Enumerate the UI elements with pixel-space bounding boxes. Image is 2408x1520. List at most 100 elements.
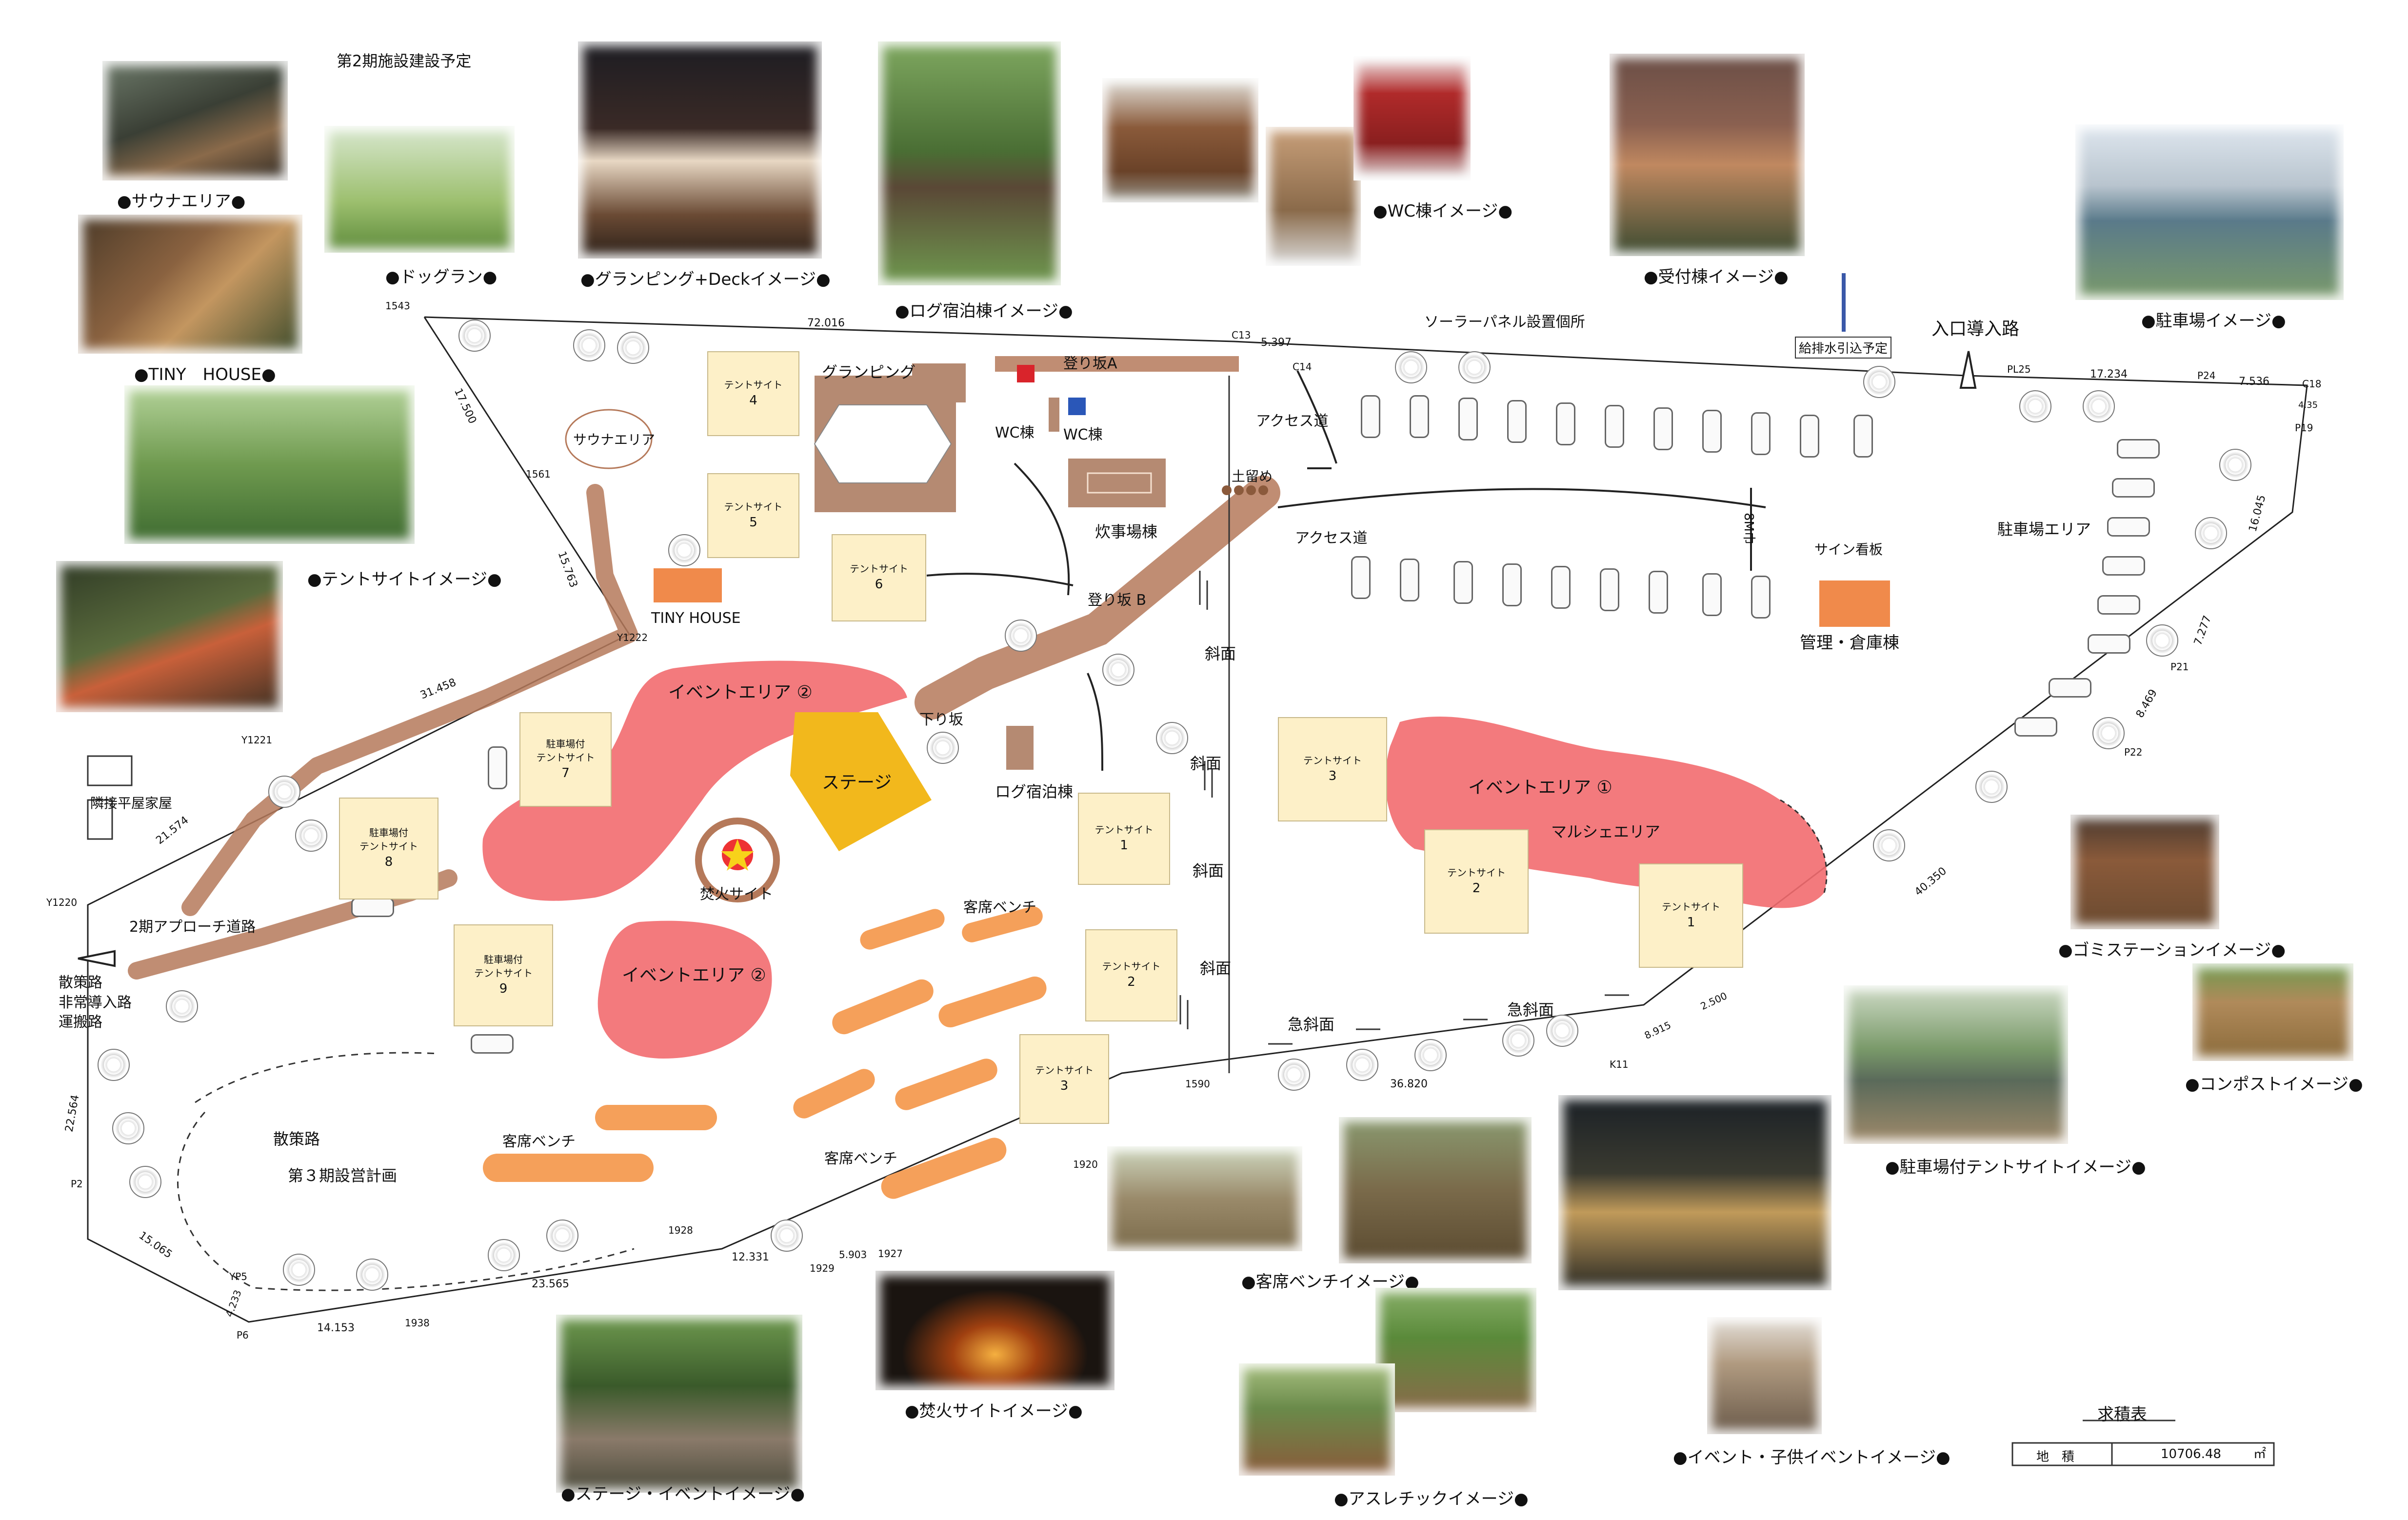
log-cabin-label: ログ宿泊棟 (995, 782, 1074, 801)
parked-car (1751, 576, 1771, 619)
parked-car (1653, 407, 1673, 450)
slope-label-3: 斜面 (1193, 861, 1224, 880)
tree (1346, 1049, 1378, 1081)
market-photo (1558, 1095, 1831, 1290)
survey-point: YP5 (229, 1271, 248, 1282)
garbage-photo (2070, 815, 2219, 929)
survey-point: 1543 (385, 300, 410, 312)
walk-entry-label: 散策路 非常導入路 運搬路 (59, 973, 132, 1033)
parked-car (1751, 412, 1771, 455)
tree (295, 820, 327, 852)
bench (483, 1154, 654, 1182)
survey-distance: 4.35 (2298, 400, 2318, 410)
tree (1005, 620, 1037, 652)
survey-distance: 5.903 (839, 1249, 867, 1260)
sign-board-label: サイン看板 (1814, 541, 1883, 558)
slope-label-4: 斜面 (1200, 959, 1232, 978)
neighbor-house-1 (87, 755, 133, 786)
bench (962, 906, 1043, 942)
tree (1863, 366, 1895, 398)
sauna-area-circle (565, 409, 653, 469)
steep-slope-label-2: 急斜面 (1507, 1000, 1554, 1019)
wc-label-2: WC棟 (1063, 426, 1103, 443)
tent-site-photo (124, 385, 415, 544)
athletic-caption: アスレチックイメージ (1334, 1485, 1529, 1509)
wc-sign-icon (1049, 398, 1059, 432)
steep-slope-label-1: 急斜面 (1288, 1015, 1335, 1034)
survey-point: Y1221 (241, 734, 273, 746)
wc-label-1: WC棟 (995, 424, 1035, 441)
bonfire-photo (876, 1271, 1114, 1390)
event-area-2a-label: イベントエリア ② (668, 682, 813, 702)
kitchen-counter (1087, 472, 1152, 494)
survey-point: C13 (1232, 329, 1251, 341)
parked-car (1605, 405, 1624, 448)
parked-car (1351, 556, 1371, 599)
bench-label-2: 客席ベンチ (502, 1133, 576, 1150)
phase3-plan-label: 第３期設営計画 (288, 1166, 398, 1185)
kids-event-photo (1707, 1317, 1822, 1434)
survey-point: P22 (2124, 746, 2143, 758)
bonfire-star-icon (721, 839, 754, 871)
bonfire-site-label: 焚火サイト (700, 886, 773, 903)
stage-label: ステージ (822, 773, 892, 793)
access-arrow (1296, 370, 1337, 464)
tree (129, 1166, 161, 1198)
sauna-photo (102, 61, 288, 180)
survey-distance: 17.234 (2090, 368, 2128, 380)
slope-label-1: 斜面 (1205, 644, 1236, 663)
tree (2092, 717, 2125, 749)
survey-distance: 72.016 (807, 317, 845, 329)
survey-point: 1928 (668, 1224, 693, 1236)
wc-caption: WC棟イメージ (1373, 198, 1512, 221)
parked-car (1458, 398, 1478, 440)
tree (1975, 771, 2008, 803)
parked-car (2097, 595, 2140, 615)
survey-point: 1561 (526, 468, 551, 480)
parked-car (1453, 561, 1473, 604)
glamping-caption: グランピング+Deckイメージ (580, 266, 831, 290)
survey-point: 1590 (1185, 1078, 1210, 1090)
bench (793, 1069, 875, 1119)
stage-event-caption: ステージ・イベントイメージ (561, 1480, 805, 1504)
bench (938, 976, 1047, 1028)
survey-point: 1929 (810, 1262, 835, 1274)
tree (1458, 351, 1491, 383)
kitchen-building (1068, 459, 1166, 507)
survey-point: P19 (2295, 422, 2313, 434)
tree (668, 534, 700, 566)
compost-photo (2192, 963, 2353, 1061)
survey-point: C14 (1293, 361, 1312, 373)
kitchen-label: 炊事場棟 (1095, 522, 1158, 541)
log-cabin-building (1006, 726, 1034, 770)
log-cabin-photo (878, 41, 1061, 285)
slope-b-label: 登り坂 B (1088, 592, 1147, 609)
parked-car (351, 898, 394, 917)
tree (546, 1220, 578, 1252)
car-tent-photo (1844, 985, 2068, 1144)
tiny-house-photo (78, 215, 302, 354)
log-cabin-caption: ログ宿泊棟イメージ (895, 298, 1073, 321)
survey-point: P24 (2197, 370, 2216, 381)
retaining-label: 土留め (1232, 468, 1273, 484)
slope-label-2: 斜面 (1190, 754, 1222, 773)
parked-car (1400, 559, 1419, 601)
stage-event-photo (556, 1315, 802, 1493)
bench (860, 909, 945, 950)
parked-car (1600, 568, 1619, 611)
tree (927, 732, 959, 764)
tree (1873, 829, 1905, 861)
dogrun-caption: ドッグラン (385, 263, 497, 287)
